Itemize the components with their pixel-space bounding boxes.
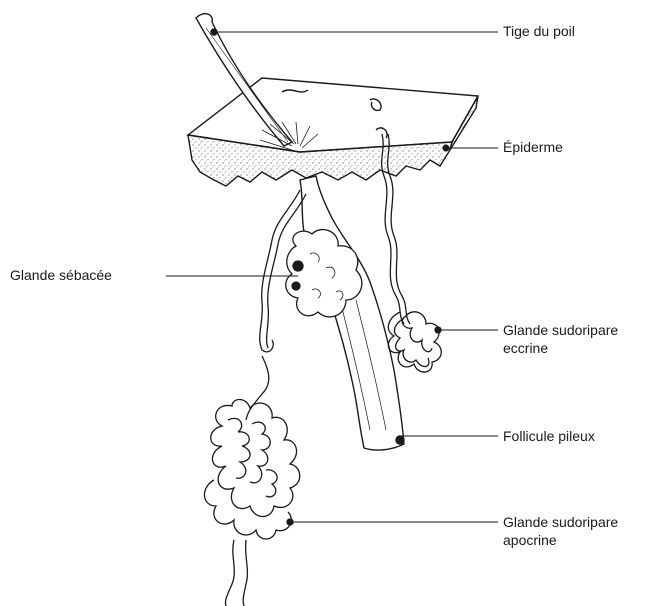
- label-epiderme: Épiderme: [503, 138, 563, 156]
- label-follicule-pileux: Follicule pileux: [503, 427, 595, 445]
- label-glande-sudoripare-eccrine: Glande sudoripare eccrine: [503, 321, 618, 357]
- label-glande-sudoripare-apocrine: Glande sudoripare apocrine: [503, 513, 618, 549]
- skin-block: [188, 78, 478, 186]
- label-glande-sebacee: Glande sébacée: [10, 266, 112, 284]
- label-tige-du-poil: Tige du poil: [503, 22, 575, 40]
